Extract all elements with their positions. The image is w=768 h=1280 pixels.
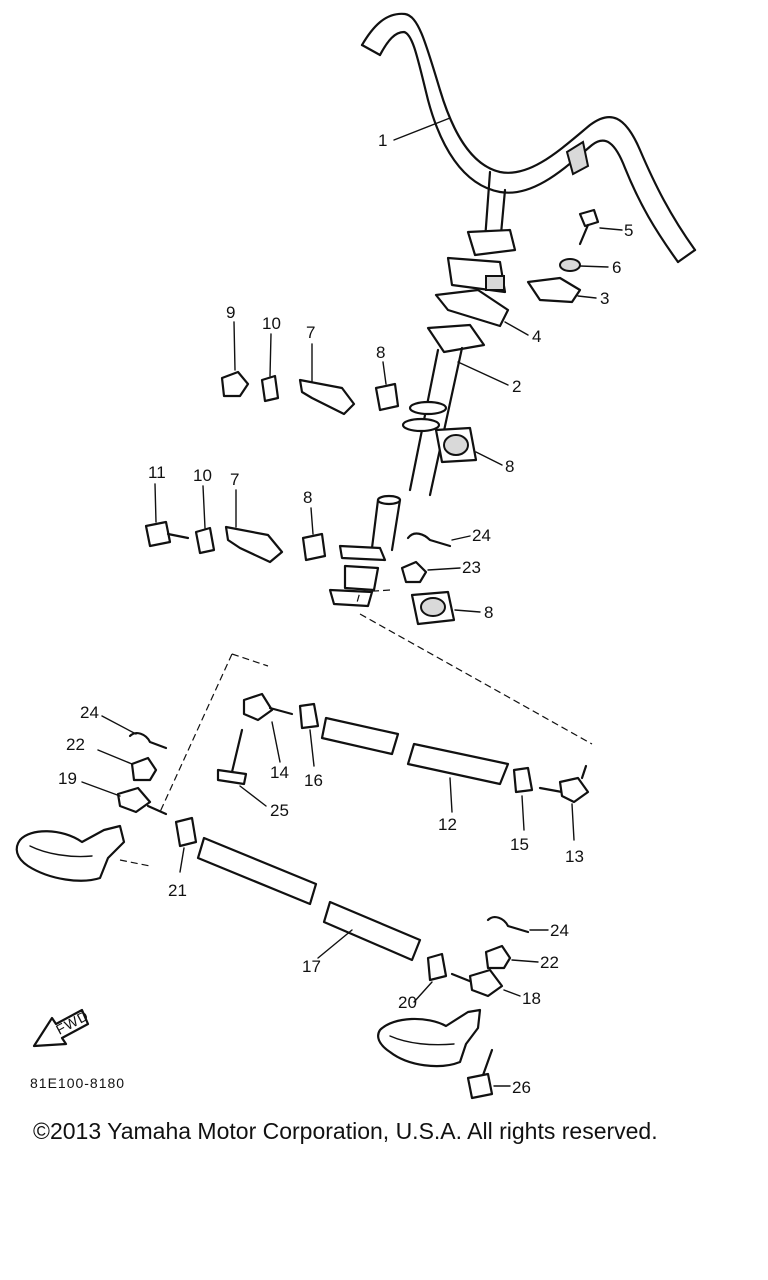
callout-10-upper: 10 (262, 314, 281, 333)
callout-7-lower: 7 (230, 470, 239, 489)
copyright-notice: ©2013 Yamaha Motor Corporation, U.S.A. A… (33, 1118, 658, 1144)
washer-10-lower (194, 526, 216, 555)
callout-16: 16 (304, 771, 323, 790)
callout-25: 25 (270, 801, 289, 820)
bolt-11 (144, 520, 190, 548)
bushing-8-upper-left (374, 382, 400, 412)
callout-10-lower: 10 (193, 466, 212, 485)
callout-8-upper-right: 8 (505, 457, 514, 476)
callout-4: 4 (532, 327, 541, 346)
clamp-7-lower (224, 525, 284, 564)
washer-6 (559, 258, 581, 272)
locknut-15 (512, 766, 534, 794)
lower-column (328, 494, 402, 608)
clamp-3 (526, 276, 582, 304)
tie-rod-12 (320, 716, 510, 786)
callout-22-left: 22 (66, 735, 85, 754)
washer-10-upper (260, 374, 280, 403)
callout-14: 14 (270, 763, 289, 782)
callout-24-upper: 24 (472, 526, 491, 545)
parts-exploded-diagram: 1 5 6 3 4 2 (15, 12, 697, 1100)
bolt-26 (466, 1048, 494, 1100)
bolt-25 (216, 728, 248, 786)
tie-rod-17 (196, 836, 422, 962)
clamp-7-upper (298, 378, 356, 416)
callout-8-upper-left: 8 (376, 343, 385, 362)
bolt-5 (578, 208, 600, 246)
callout-17: 17 (302, 957, 321, 976)
callout-24-left: 24 (80, 703, 99, 722)
callout-11: 11 (148, 463, 166, 482)
callout-6: 6 (612, 258, 621, 277)
tie-rod-end-18 (450, 968, 504, 998)
knuckle-left (15, 824, 126, 882)
tie-rod-end-19 (116, 786, 168, 816)
callout-13: 13 (565, 847, 584, 866)
callout-23: 23 (462, 558, 481, 577)
callout-12: 12 (438, 815, 457, 834)
callout-19: 19 (58, 769, 77, 788)
nut-22-right (484, 944, 512, 970)
callout-7-upper: 7 (306, 323, 315, 342)
callout-20: 20 (398, 993, 417, 1012)
knuckle-right (377, 1008, 482, 1068)
collar-21 (174, 816, 198, 848)
callout-3: 3 (600, 289, 609, 308)
bushing-8-lower-left (301, 532, 327, 562)
forward-arrow-icon: FWD (32, 1007, 91, 1048)
collar-20 (426, 952, 448, 982)
nut-22-left (130, 756, 158, 782)
callout-22-right: 22 (540, 953, 559, 972)
tie-rod-end-13 (538, 764, 590, 804)
nut-9 (220, 370, 250, 398)
handlebar (360, 12, 697, 264)
plate-4 (434, 288, 510, 328)
callout-2: 2 (512, 377, 521, 396)
leader-1 (393, 117, 451, 141)
callout-15: 15 (510, 835, 529, 854)
tie-rod-end-14 (242, 692, 294, 722)
cotter-pin-24-right (486, 916, 530, 934)
steering-column-2 (401, 323, 486, 497)
callout-26: 26 (512, 1078, 531, 1097)
diagram-code: 81E100-8180 (30, 1075, 125, 1091)
callout-18: 18 (522, 989, 541, 1008)
bushing-8-lower-right (410, 590, 456, 626)
cotter-pin-24-upper (406, 532, 452, 548)
callout-9: 9 (226, 303, 235, 322)
locknut-16 (298, 702, 320, 730)
bushing-8-upper-right (434, 426, 478, 464)
nut-23 (400, 560, 428, 584)
handlebar-holder (446, 228, 517, 294)
callout-21: 21 (168, 881, 187, 900)
callout-8-lower-left: 8 (303, 488, 312, 507)
cotter-pin-24-left (128, 732, 168, 750)
callout-8-lower-right: 8 (484, 603, 493, 622)
callout-24-right: 24 (550, 921, 569, 940)
callout-5: 5 (624, 221, 633, 240)
callout-1: 1 (378, 131, 387, 150)
